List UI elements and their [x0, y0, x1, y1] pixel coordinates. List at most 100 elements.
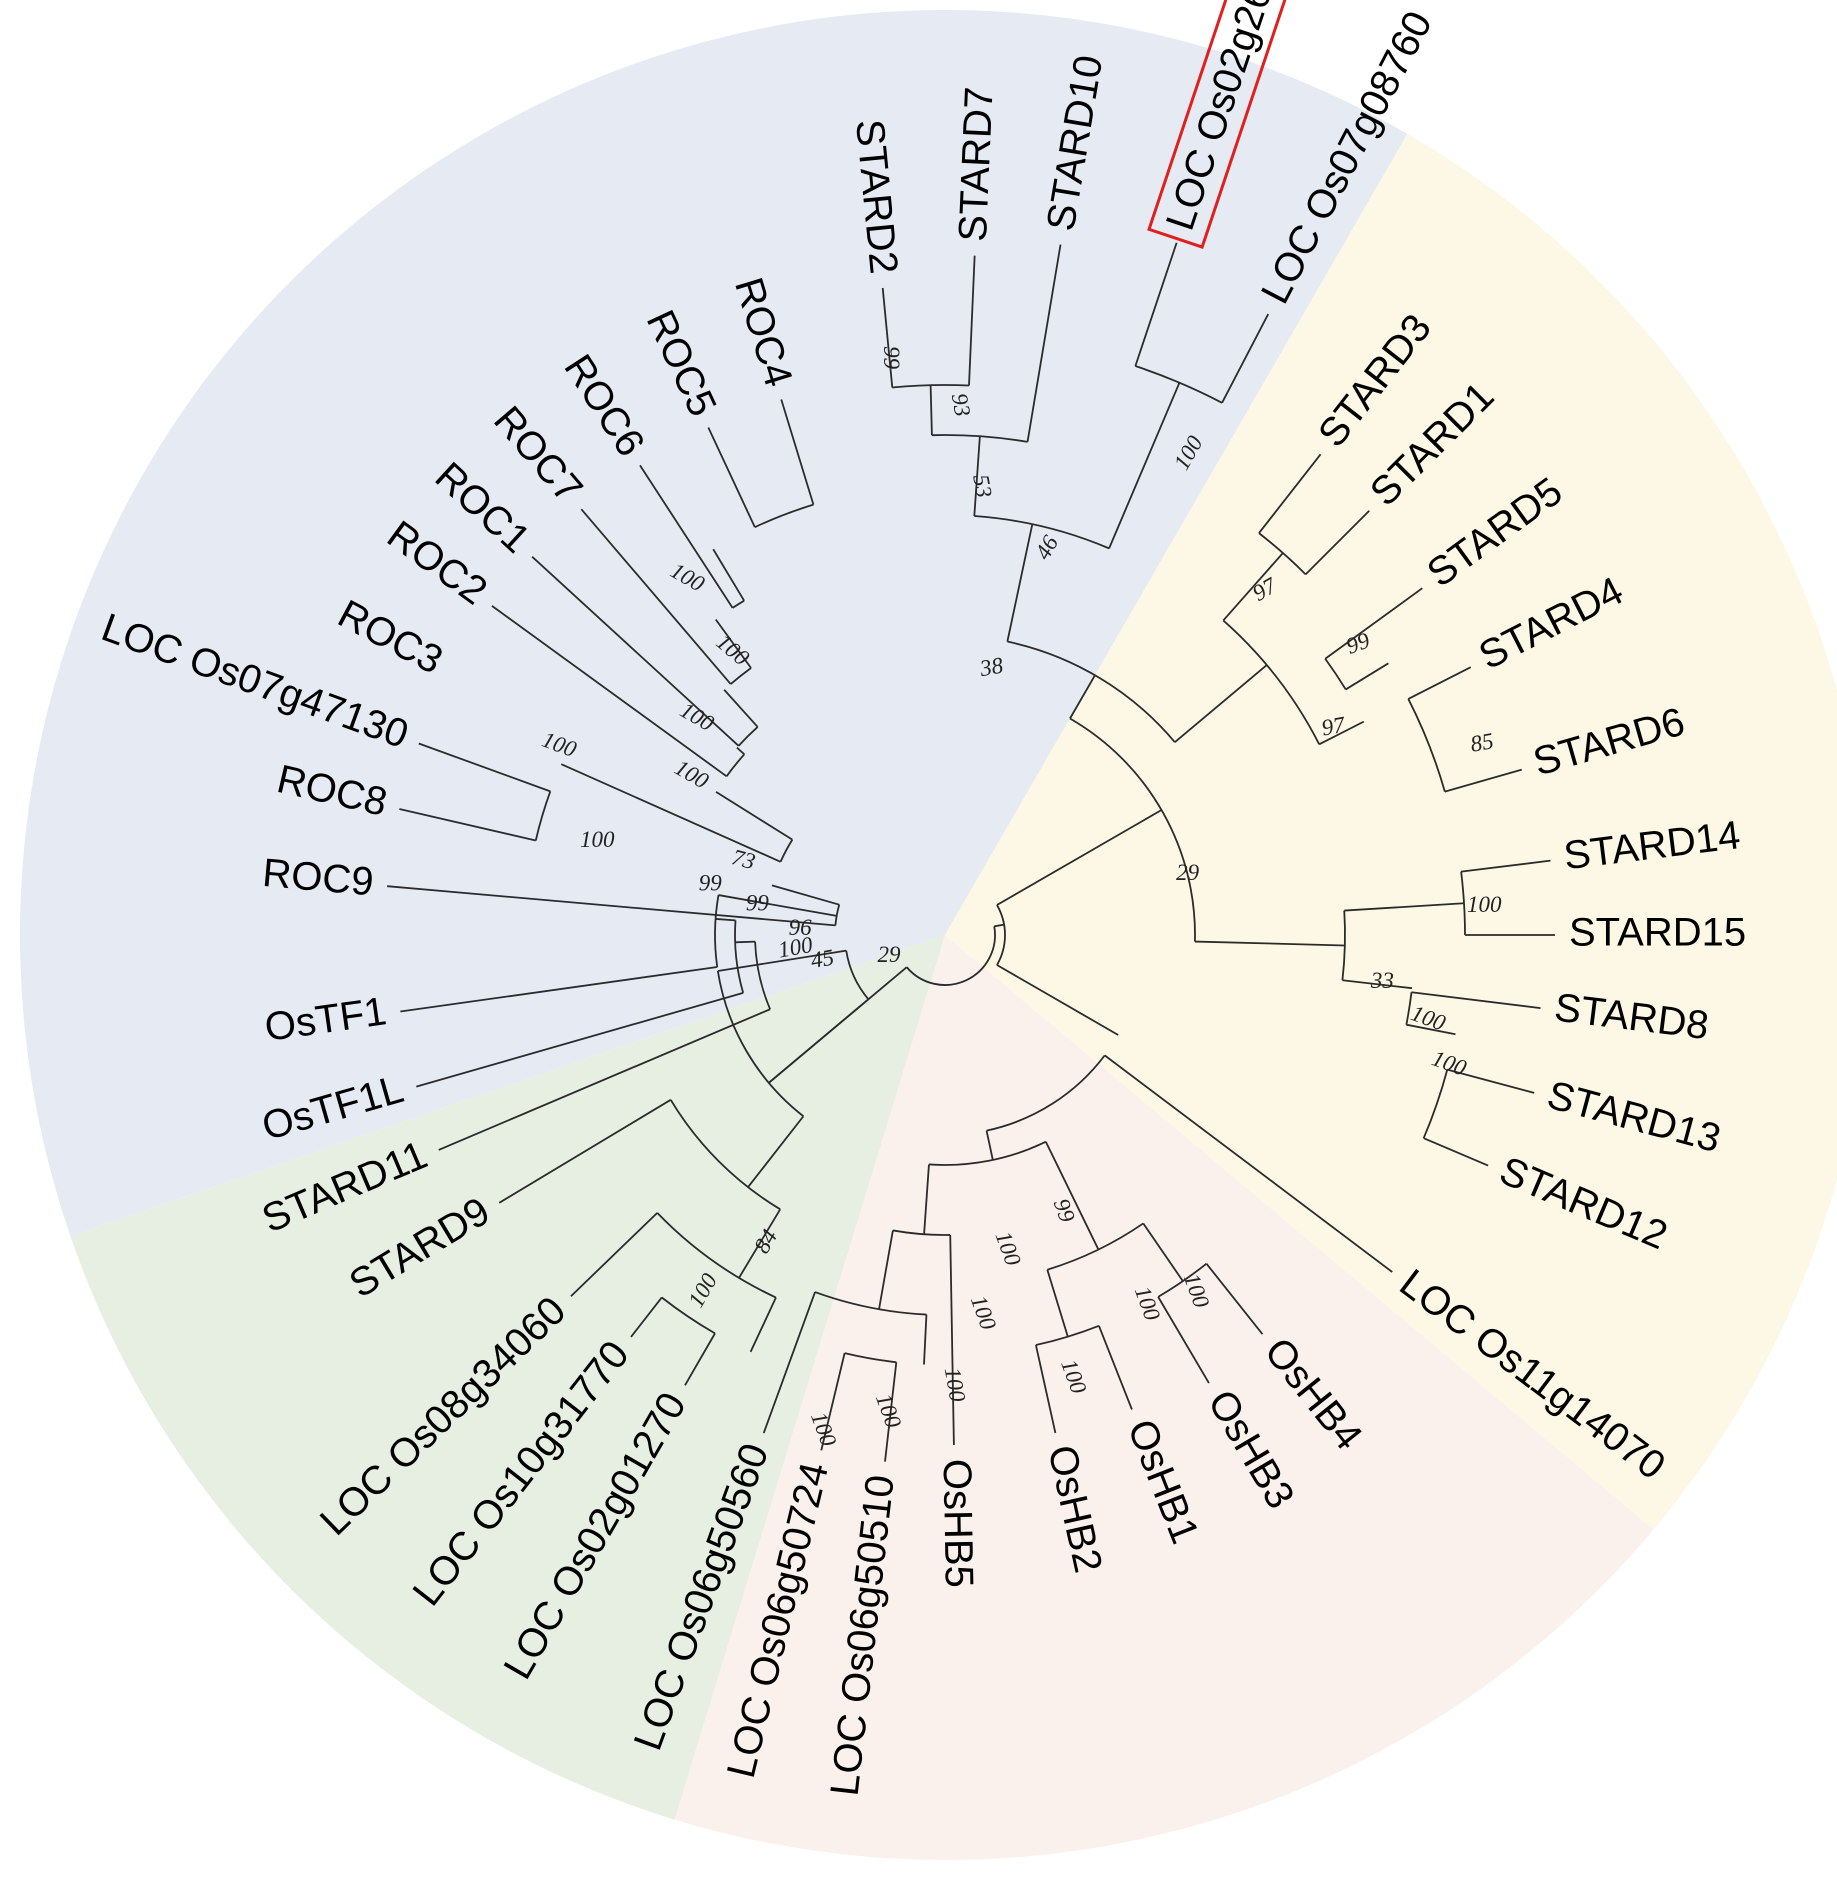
branch-line [1461, 859, 1551, 873]
branch-arc [1407, 698, 1446, 792]
branch-line [735, 940, 756, 944]
branch-line [738, 1208, 781, 1279]
branch-line [985, 1130, 994, 1161]
branch-arc [656, 1212, 777, 1299]
branch-line [723, 689, 759, 728]
branch-line [1444, 768, 1523, 793]
branch-line [438, 1008, 771, 1151]
branch-line [1108, 382, 1181, 549]
branch-line [1194, 940, 1345, 947]
branch-line [1342, 979, 1413, 990]
branch-line [996, 964, 1119, 1036]
branch-line [780, 399, 815, 505]
branch-line [923, 1164, 930, 1235]
branch-arc [754, 941, 771, 1010]
branch-line [1221, 313, 1270, 404]
group-stard-background [945, 133, 1837, 1530]
branch-line [1447, 1068, 1535, 1094]
bootstrap-value: 38 [977, 653, 1005, 682]
bootstrap-value: 53 [968, 473, 997, 500]
branch-line [1142, 1222, 1184, 1282]
branch-line [762, 1291, 816, 1434]
branch-line [771, 884, 840, 906]
branch-line [1134, 242, 1178, 367]
branch-line [684, 1332, 716, 1386]
branch-line [878, 1230, 894, 1310]
bootstrap-value: 100 [776, 932, 815, 963]
bootstrap-value: 99 [699, 870, 723, 895]
branch-line [531, 556, 740, 747]
bootstrap-value: 99 [746, 891, 770, 916]
branch-line [1157, 1296, 1210, 1384]
branch-arc [734, 920, 745, 994]
branch-line [1222, 552, 1284, 622]
branch-line [1035, 1344, 1057, 1434]
branch-line [399, 808, 536, 842]
branch-line [1046, 1269, 1069, 1337]
branch-line [1406, 1023, 1456, 1036]
branch-line [717, 963, 758, 972]
branch-line [400, 966, 718, 1013]
branch-arc [1047, 1222, 1144, 1271]
leaf-label: STARD7 [951, 86, 1002, 243]
branch-line [570, 1212, 658, 1297]
branch-arc [1069, 717, 1196, 942]
branch-line [973, 436, 981, 517]
bootstrap-value: 33 [1370, 968, 1394, 993]
branch-line [1344, 902, 1465, 912]
branch-line [820, 1352, 846, 1451]
bootstrap-value: 100 [940, 1365, 971, 1404]
leaf-label: ROC9 [261, 851, 376, 905]
branch-line [715, 791, 793, 841]
branch-line [1258, 453, 1322, 534]
group-roc-background [20, 9, 1408, 1237]
bootstrap-value: 45 [809, 944, 836, 973]
branch-line [884, 1362, 898, 1462]
branch-line [718, 894, 837, 917]
branch-line [387, 885, 836, 927]
bootstrap-value: 93 [947, 391, 976, 418]
bootstrap-value: 100 [1467, 892, 1502, 917]
branch-line [923, 1314, 928, 1365]
leaf-label: STARD15 [1569, 911, 1746, 955]
branch-line [715, 618, 752, 669]
branch-arc [986, 1054, 1106, 1132]
bootstrap-value: 29 [877, 942, 901, 967]
branch-line [1045, 1141, 1100, 1250]
branch-line [580, 508, 732, 685]
branch-line [1304, 510, 1370, 576]
branch-arc [996, 904, 1006, 966]
branch-line [1104, 1054, 1393, 1273]
branch-arc [892, 1229, 951, 1236]
branch-line [757, 949, 847, 966]
branch-arc [906, 926, 996, 986]
bootstrap-value: 99 [879, 346, 904, 370]
branch-line [747, 1115, 805, 1188]
branch-line [418, 742, 551, 793]
branch-line [560, 763, 781, 863]
branch-arc [1007, 640, 1176, 743]
branch-line [949, 1234, 955, 1445]
branch-line [968, 255, 976, 386]
branch-line [491, 605, 728, 778]
branch-line [929, 385, 933, 436]
branch-line [1069, 674, 1096, 719]
branch-line [707, 427, 756, 528]
branch-line [1407, 666, 1472, 700]
branch-line [1411, 991, 1541, 1010]
branch-line [749, 1297, 777, 1353]
branch-line [881, 287, 894, 388]
branch-line [1098, 1325, 1133, 1410]
branch-line [1205, 1263, 1264, 1335]
bootstrap-value: 96 [789, 915, 813, 940]
group-loc-background [70, 935, 945, 1820]
branch-line [1006, 523, 1034, 642]
branch-line [1174, 664, 1268, 743]
branch-line [1026, 244, 1062, 443]
branch-line [639, 464, 734, 609]
bootstrap-value: 100 [580, 827, 615, 852]
branch-line [416, 992, 744, 1088]
branch-arc [714, 894, 720, 968]
branch-line [1345, 662, 1389, 691]
